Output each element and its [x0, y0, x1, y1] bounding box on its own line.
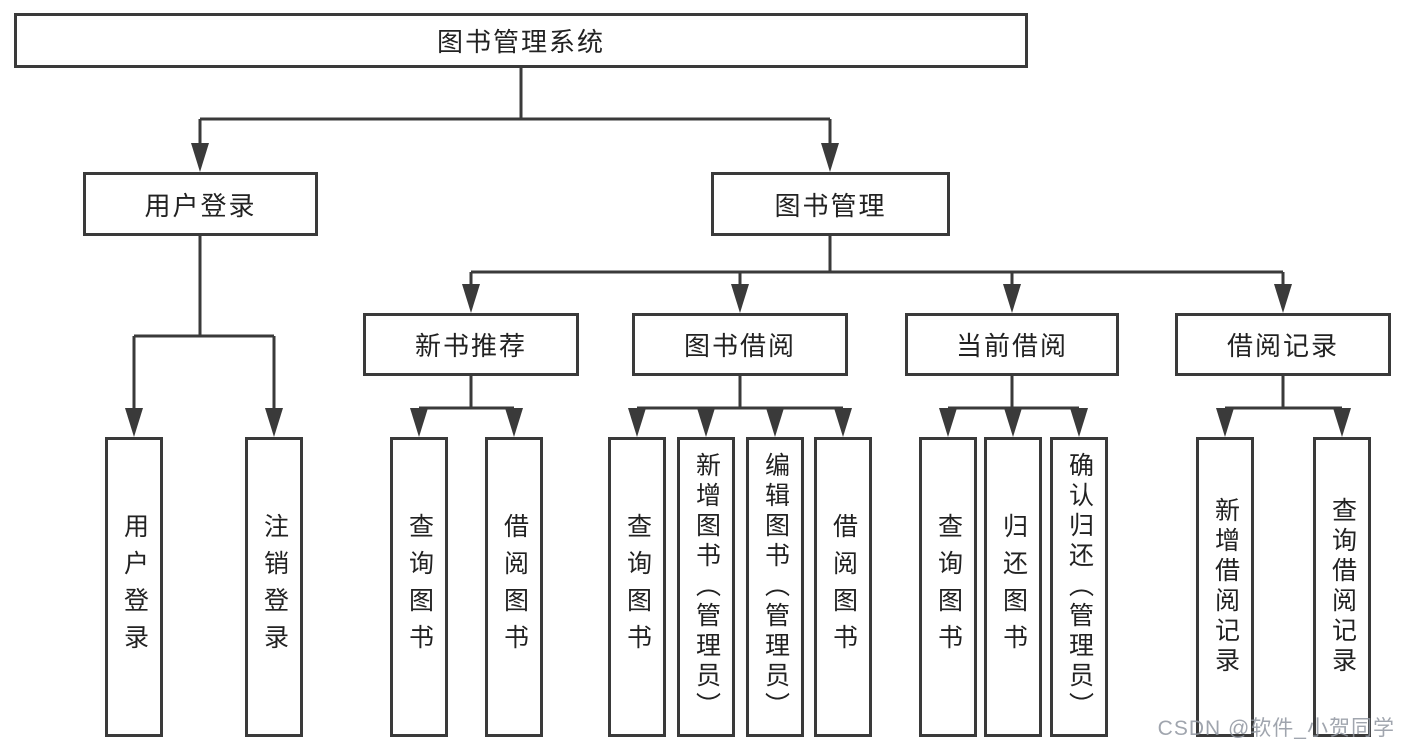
- leaf-user-login: 用户登录: [105, 437, 163, 737]
- node-borrow-records-label: 借阅记录: [1226, 331, 1339, 361]
- leaf-add-book-admin-label: 新增图书（管理员）: [692, 452, 721, 722]
- leaf-query-books-recommend: 查询图书: [390, 437, 448, 737]
- leaf-add-borrow-record-label: 新增借阅记录: [1211, 497, 1240, 677]
- leaf-query-books-current: 查询图书: [919, 437, 977, 737]
- leaf-return-book-label: 归还图书: [999, 513, 1028, 661]
- leaf-query-books-recommend-label: 查询图书: [405, 513, 434, 661]
- leaf-logout: 注销登录: [245, 437, 303, 737]
- leaf-query-borrow-record: 查询借阅记录: [1313, 437, 1371, 737]
- leaf-add-book-admin: 新增图书（管理员）: [677, 437, 735, 737]
- leaf-borrow-books-borrow-label: 借阅图书: [829, 513, 858, 661]
- leaf-edit-book-admin: 编辑图书（管理员）: [746, 437, 804, 737]
- leaf-borrow-books-borrow: 借阅图书: [814, 437, 872, 737]
- leaf-borrow-books-recommend-label: 借阅图书: [500, 513, 529, 661]
- node-user-login-label: 用户登录: [144, 190, 257, 221]
- node-root-label: 图书管理系统: [436, 27, 605, 57]
- node-new-book-recommend-label: 新书推荐: [414, 331, 527, 361]
- node-borrow-records: 借阅记录: [1175, 313, 1391, 376]
- leaf-query-books-borrow: 查询图书: [608, 437, 666, 737]
- node-current-borrow-label: 当前借阅: [955, 331, 1068, 361]
- leaf-edit-book-admin-label: 编辑图书（管理员）: [761, 452, 790, 722]
- node-book-borrow-label: 图书借阅: [683, 331, 796, 361]
- node-root: 图书管理系统: [14, 13, 1028, 68]
- node-book-management: 图书管理: [711, 172, 950, 236]
- leaf-user-login-label: 用户登录: [120, 513, 149, 661]
- leaf-return-book: 归还图书: [984, 437, 1042, 737]
- node-new-book-recommend: 新书推荐: [363, 313, 579, 376]
- leaf-query-books-borrow-label: 查询图书: [623, 513, 652, 661]
- leaf-borrow-books-recommend: 借阅图书: [485, 437, 543, 737]
- node-current-borrow: 当前借阅: [905, 313, 1119, 376]
- leaf-confirm-return-admin-label: 确认归还（管理员）: [1065, 452, 1094, 722]
- node-book-borrow: 图书借阅: [632, 313, 848, 376]
- csdn-watermark: CSDN @软件_小贺同学: [1157, 717, 1395, 740]
- node-user-login: 用户登录: [83, 172, 318, 236]
- leaf-query-books-current-label: 查询图书: [934, 513, 963, 661]
- node-book-management-label: 图书管理: [774, 190, 887, 221]
- leaf-confirm-return-admin: 确认归还（管理员）: [1050, 437, 1108, 737]
- leaf-add-borrow-record: 新增借阅记录: [1196, 437, 1254, 737]
- leaf-query-borrow-record-label: 查询借阅记录: [1328, 497, 1357, 677]
- leaf-logout-label: 注销登录: [260, 513, 289, 661]
